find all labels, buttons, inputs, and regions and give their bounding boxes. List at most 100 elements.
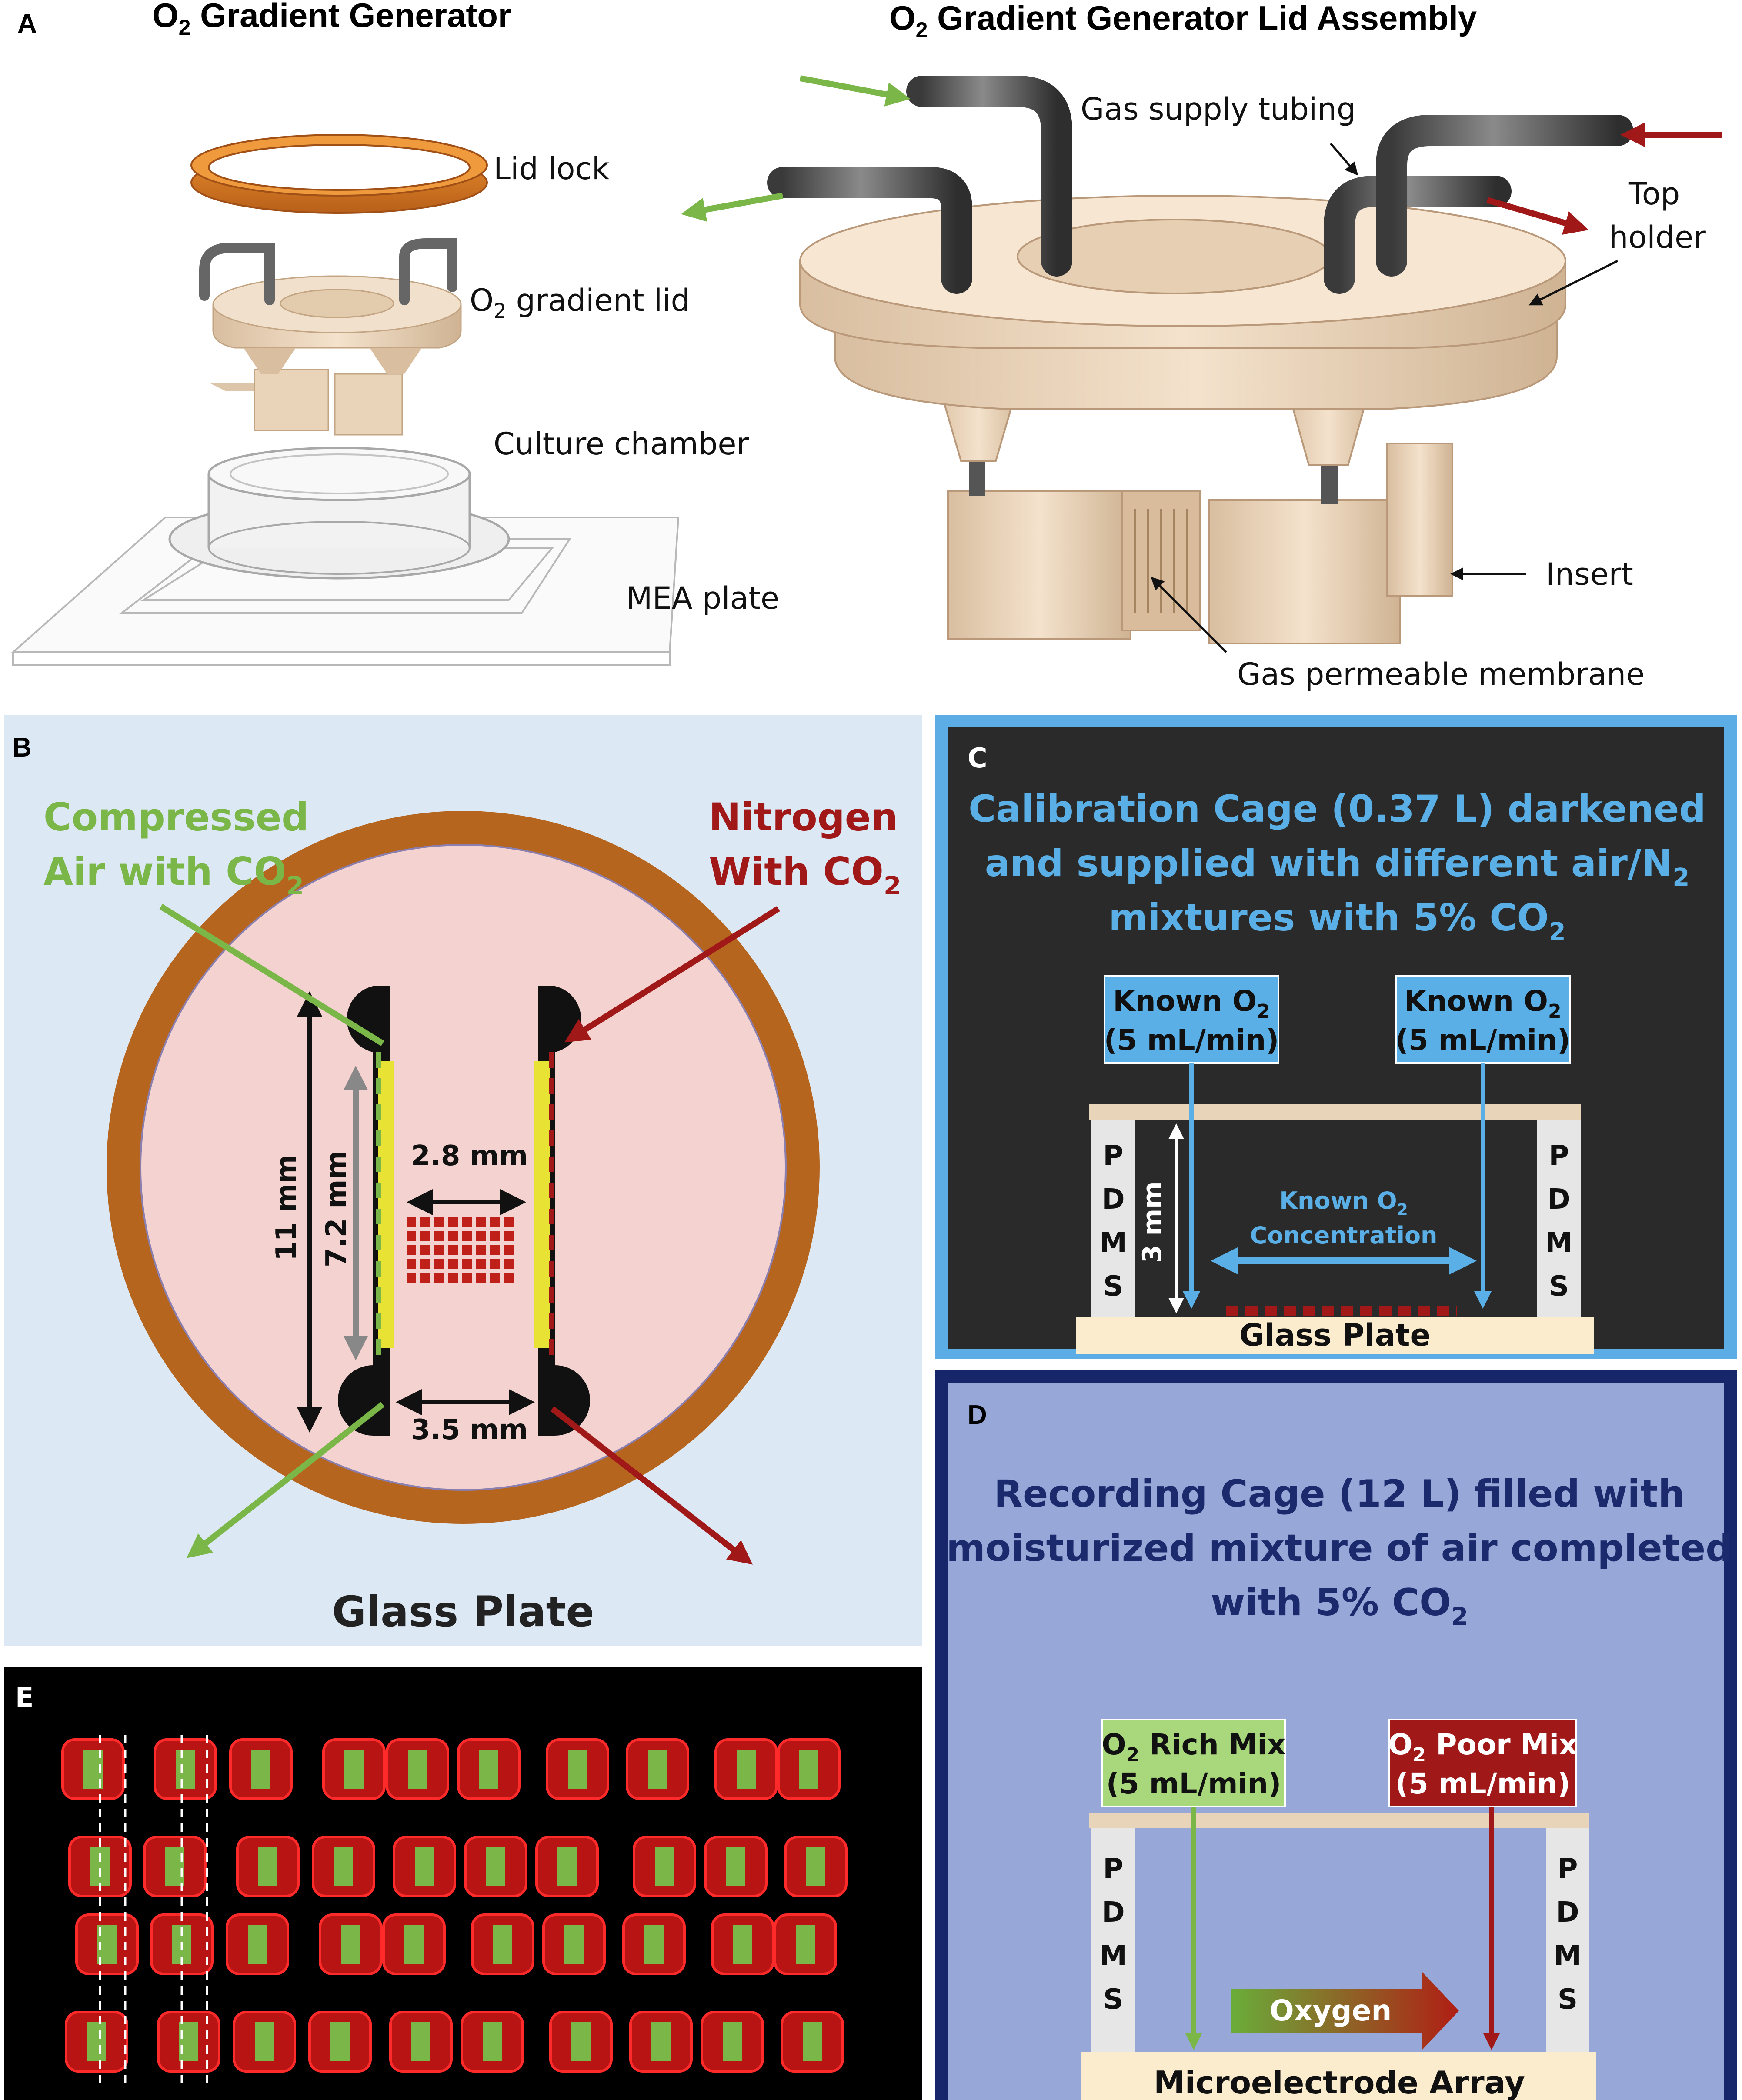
panel-c-title-3: mixtures with 5% CO2	[1108, 896, 1565, 946]
electrode-pad	[493, 1925, 512, 1964]
label-gas-permeable-membrane: Gas permeable membrane	[1237, 657, 1645, 692]
pointer-membrane	[1151, 577, 1227, 653]
pointer-top-holder	[1528, 260, 1619, 306]
electrode-pad	[248, 1925, 267, 1964]
electrode	[490, 1217, 500, 1227]
known-o2-box-right	[1395, 975, 1571, 1064]
electrode-grid	[407, 1217, 514, 1283]
electrode	[490, 1245, 500, 1255]
electrode-pad	[344, 1750, 364, 1789]
label-nitrogen-2: With CO2	[709, 849, 901, 900]
label-culture-chamber: Culture chamber	[494, 426, 749, 462]
electrode	[462, 1217, 472, 1227]
oxygen-gradient-arrow	[1231, 1972, 1459, 2050]
electrode-pad	[90, 1847, 110, 1886]
electrode-pad	[571, 2022, 591, 2061]
electrode-cell-grid	[61, 1738, 848, 2073]
panel-c-title-1: Calibration Cage (0.37 L) darkened	[968, 787, 1706, 831]
label-mea: Microelectrode Array	[1154, 2064, 1525, 2100]
panel-a: A O2 Gradient Generator O2 Gradient Gene…	[10, 0, 1722, 692]
electrode	[420, 1245, 430, 1255]
pdms-letters-c: P D M S P D M S	[1099, 1140, 1573, 1303]
known-conc-line1: Known O2	[1279, 1187, 1408, 1219]
known-conc-line2: Concentration	[1250, 1222, 1438, 1249]
electrode	[490, 1273, 500, 1283]
electrode-pad	[479, 1750, 498, 1789]
glass-plate-c	[1076, 1317, 1594, 1354]
known-o2-right-line1: Known O2	[1404, 984, 1561, 1023]
rich-mix-line2: (5 mL/min)	[1106, 1767, 1281, 1800]
electrode	[434, 1245, 444, 1255]
panel-a-label: A	[17, 9, 37, 39]
electrode	[490, 1231, 500, 1241]
electrode-pad	[483, 2022, 502, 2061]
compressed-air-out-arrow	[186, 1402, 385, 1558]
label-mea-plate: MEA plate	[626, 580, 779, 616]
electrode	[476, 1273, 486, 1283]
pdms-left-d	[1091, 1828, 1135, 2054]
label-compressed-1: Compressed	[43, 795, 309, 840]
electrode-pad	[87, 2022, 106, 2061]
svg-text:P: P	[1549, 1140, 1569, 1172]
electrode-pad	[564, 1925, 584, 1964]
electrode	[448, 1273, 458, 1283]
electrode	[476, 1217, 486, 1227]
electrode	[476, 1245, 486, 1255]
outflow-arrow-red	[1486, 197, 1589, 235]
nitrogen-out-arrow	[550, 1406, 753, 1565]
electrode	[420, 1259, 430, 1269]
electrode	[504, 1245, 514, 1255]
rich-mix-box	[1101, 1719, 1286, 1807]
svg-text:S: S	[1558, 1983, 1578, 2016]
electrode	[462, 1259, 472, 1269]
known-o2-right-line2: (5 mL/min)	[1395, 1023, 1571, 1057]
pdms-right-c	[1537, 1120, 1581, 1320]
panel-d-label: D	[968, 1400, 987, 1430]
electrode	[462, 1231, 472, 1241]
electrode-pad	[176, 1750, 195, 1789]
electrode-pad	[796, 1925, 815, 1964]
electrode	[504, 1273, 514, 1283]
lid-lock-ring-drawing	[190, 134, 488, 214]
electrode-pad	[726, 1847, 745, 1886]
label-gas-supply-tubing: Gas supply tubing	[1081, 91, 1356, 127]
electrode-pad	[651, 2022, 671, 2061]
electrode	[420, 1217, 430, 1227]
electrode-pad	[404, 1925, 424, 1964]
panel-e: E	[4, 1667, 922, 2100]
electrode	[434, 1217, 444, 1227]
electrode-pad	[655, 1847, 674, 1886]
panel-d-title-2: moisturized mixture of air completed	[946, 1527, 1732, 1570]
known-o2-left-line1: Known O2	[1113, 984, 1270, 1023]
mea-bar-d	[1081, 2052, 1596, 2100]
label-oxygen: Oxygen	[1270, 1994, 1392, 2027]
title-o2-gradient-generator: O2 Gradient Generator	[152, 0, 511, 40]
electrode-pad	[255, 2022, 274, 2061]
electrode-pad	[568, 1750, 587, 1789]
svg-text:P: P	[1103, 1140, 1124, 1172]
electrode-pad	[258, 1847, 277, 1886]
label-11mm: 11 mm	[270, 1154, 303, 1261]
panel-d-title-1: Recording Cage (12 L) filled with	[994, 1472, 1685, 1516]
right-channel	[534, 986, 590, 1436]
electrode	[490, 1259, 500, 1269]
electrode	[476, 1259, 486, 1269]
label-insert: Insert	[1546, 557, 1633, 592]
panel-c-title-2: and supplied with different air/N2	[985, 842, 1690, 892]
electrode-pad	[799, 1750, 818, 1789]
panel-b: B 11 mm 7.2 mm 2.8 mm 3.5 mm	[4, 715, 922, 1646]
electrode	[448, 1231, 458, 1241]
rich-mix-line1: O2 Rich Mix	[1101, 1728, 1285, 1766]
poor-mix-box	[1388, 1719, 1577, 1807]
small-o2-lid-drawing	[199, 238, 462, 436]
electrode-pad	[733, 1925, 752, 1964]
svg-text:D: D	[1556, 1897, 1579, 1929]
title-lid-assembly: O2 Gradient Generator Lid Assembly	[889, 0, 1477, 42]
svg-text:M: M	[1099, 1227, 1127, 1259]
electrode-pad	[737, 1750, 756, 1789]
electrode	[420, 1273, 430, 1283]
electrode-pad	[644, 1925, 664, 1964]
pdms-letters-d: P D M S P D M S	[1099, 1853, 1582, 2016]
poor-mix-line2: (5 mL/min)	[1395, 1767, 1571, 1800]
